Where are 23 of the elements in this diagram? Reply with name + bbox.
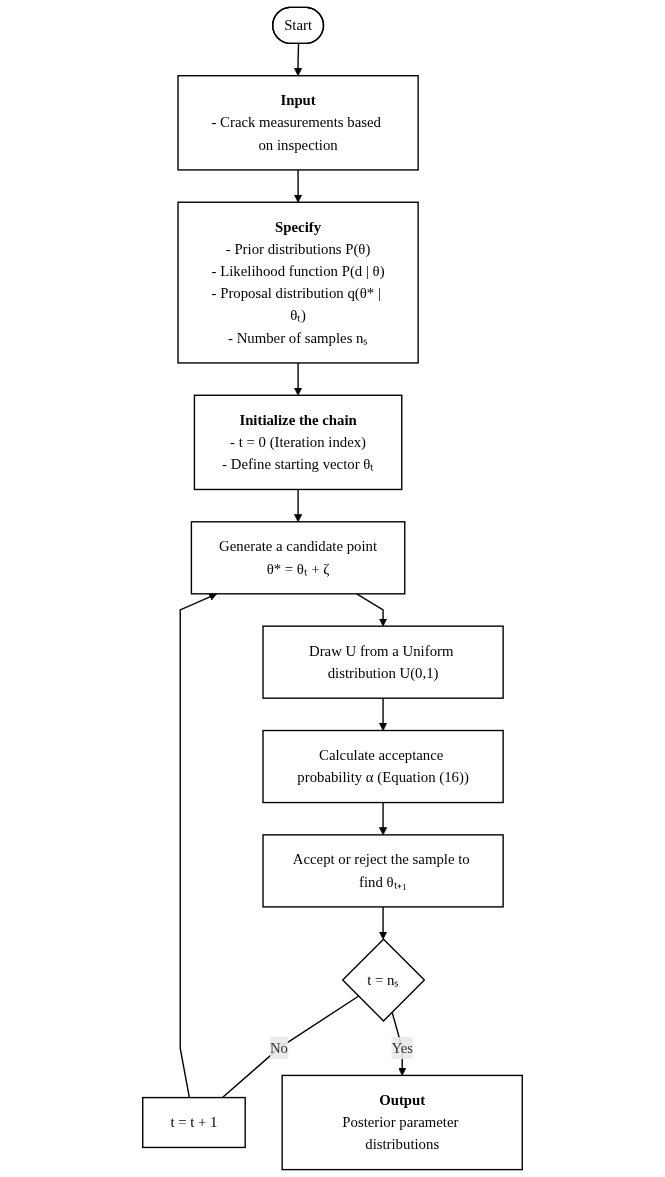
node-box: Accept or reject the sample to find θₜ₊₁ <box>262 834 504 908</box>
arrow <box>294 488 303 523</box>
node-box: Generate a candidate point θ* = θₜ + ζ <box>190 521 406 595</box>
arrow <box>379 906 388 940</box>
node-box: Initialize the chain - t = 0 (Iteration index) - Define starting vector θₜ <box>193 394 403 491</box>
connector <box>221 995 360 1099</box>
arrow <box>294 43 303 77</box>
node-box: Calculate acceptance probability α (Equation (16)) <box>262 729 504 804</box>
node-box: Draw U from a Uniform distribution U(0,1) <box>262 625 504 699</box>
edge-label: No <box>269 1039 288 1056</box>
node-box: t = t + 1 <box>142 1096 246 1149</box>
arrow <box>356 593 388 627</box>
node-box: Input - Crack measurements based on inspection <box>177 75 419 171</box>
arrow <box>379 697 388 731</box>
arrow <box>391 1011 407 1076</box>
arrow <box>179 593 218 1099</box>
edge-label: Yes <box>391 1039 413 1056</box>
arrow <box>294 169 303 203</box>
arrow <box>379 801 388 836</box>
node-diamond: t = nₛ <box>341 938 426 1022</box>
node-box: Specify - Prior distributions P(θ) - Likelihood function P(d | θ) - Proposal distribution q(θ* | θₜ) - Number of samples nₛ <box>177 201 419 364</box>
arrow <box>294 362 303 396</box>
node-box: Output Posterior parameter distributions <box>281 1074 523 1171</box>
